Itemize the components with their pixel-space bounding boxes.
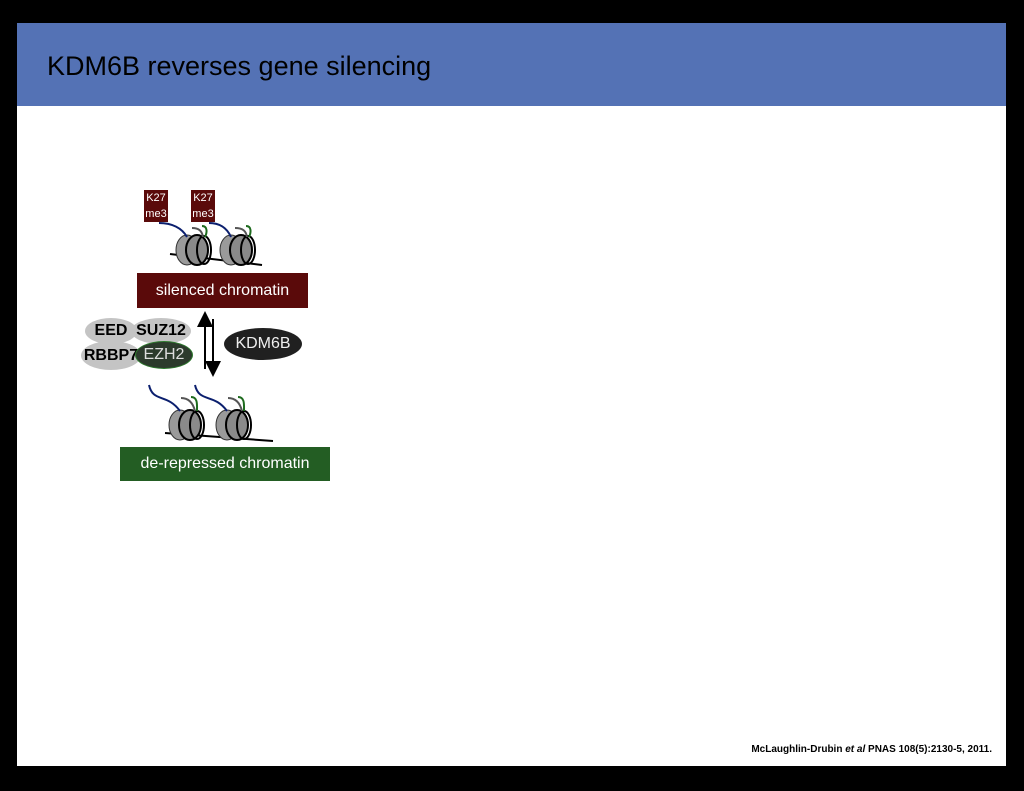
citation-etal: et al (845, 744, 866, 755)
me3-label: me3 (145, 208, 167, 220)
histone-tail-grey (234, 227, 248, 238)
histone-tail-green (237, 396, 246, 412)
k27-label: K27 (193, 192, 213, 204)
histone-tail-green (190, 396, 199, 412)
suz12-subunit: SUZ12 (131, 318, 191, 344)
histone-tail-grey (227, 397, 243, 412)
kdm6b-enzyme: KDM6B (224, 328, 302, 360)
silenced-nucleosomes (158, 222, 263, 266)
citation: McLaughlin-Drubin et al PNAS 108(5):2130… (751, 744, 992, 755)
citation-reference: PNAS 108(5):2130-5, 2011. (868, 744, 992, 755)
histone-tail-blue (148, 384, 181, 412)
derepressed-chromatin-label: de-repressed chromatin (120, 447, 330, 481)
k27-label: K27 (146, 192, 166, 204)
diagram-graphics (148, 222, 274, 442)
histone-tail-blue (194, 384, 228, 412)
histone-tail-blue (208, 222, 232, 238)
rbbp7-subunit: RBBP7 (81, 341, 141, 370)
histone-tail-green (245, 225, 252, 238)
citation-authors: McLaughlin-Drubin (751, 744, 843, 755)
silenced-chromatin-label: silenced chromatin (137, 273, 308, 308)
me3-label: me3 (192, 208, 214, 220)
nucleosome-bottom-2 (215, 409, 252, 441)
title-bar: KDM6B reverses gene silencing (17, 23, 1006, 106)
histone-tail-grey (191, 227, 204, 238)
slide: KDM6B reverses gene silencing (17, 23, 1006, 766)
ezh2-subunit: EZH2 (135, 341, 193, 369)
derepressed-nucleosomes (148, 384, 274, 442)
eed-subunit: EED (85, 318, 137, 344)
chromatin-diagram: K27 me3 K27 me3 silenced chromatin EED S… (17, 23, 1006, 766)
histone-tail-green (201, 225, 208, 238)
k27me3-mark-2: K27 me3 (191, 190, 215, 222)
nucleosome-top-2 (219, 234, 256, 266)
histone-tail-grey (180, 397, 196, 412)
nucleosome-bottom-1 (168, 409, 205, 441)
slide-title: KDM6B reverses gene silencing (47, 51, 432, 81)
k27me3-mark-1: K27 me3 (144, 190, 168, 222)
nucleosome-top-1 (175, 234, 212, 266)
histone-tail-blue (158, 222, 188, 238)
